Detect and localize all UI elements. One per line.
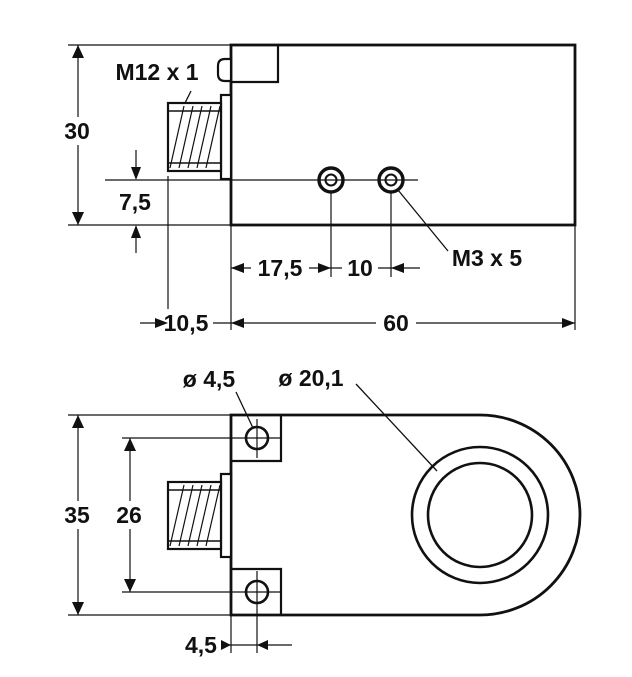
dim-front-height: 35 (64, 502, 90, 528)
dim-body-length: 60 (383, 310, 409, 336)
seal-tab (216, 57, 233, 83)
thread-hatch-lines-front (169, 484, 221, 547)
dim-bg-26 (111, 501, 147, 529)
dim-hole-pitch: 10 (347, 255, 373, 281)
side-view: M12 x 1 30 7,5 17,5 10 M3 x 5 10,5 60 (58, 43, 577, 337)
opening-dia-leader (355, 383, 438, 472)
thread-root-lines (168, 110, 221, 164)
dim-hole-offset: 7,5 (119, 189, 151, 215)
dim-connector-length: 10,5 (164, 310, 209, 336)
dim-body-height: 30 (64, 118, 90, 144)
dim-bg-10 (342, 254, 378, 282)
ring-opening-outer-circle (410, 445, 550, 585)
ring-body-outline (229, 413, 582, 617)
dim-bg-30 (58, 117, 96, 145)
screw-thread-label: M3 x 5 (452, 245, 523, 271)
thread-hatch-lines (169, 105, 221, 169)
mount-hole-dia-leader (235, 391, 254, 429)
dim-mount-hole-edge-offset: 4,5 (185, 632, 217, 658)
connector-nut-front (219, 472, 233, 559)
m12-leader-line (184, 90, 192, 104)
tab-outline-top (231, 415, 283, 463)
dim-mount-hole-pitch: 26 (116, 502, 142, 528)
ring-opening-inner-circle (426, 461, 534, 569)
dim-bg-10-5 (160, 309, 213, 337)
m3-leader-line (397, 189, 449, 252)
dim-bg-60 (376, 309, 416, 337)
cover-step-line (231, 45, 280, 84)
dim-bg-4-5 (178, 631, 224, 659)
sensor-body-outline (229, 43, 577, 227)
connector-nut (219, 93, 233, 181)
dim-bg-17-5 (251, 254, 309, 282)
mount-hole-dia-label: ø 4,5 (183, 366, 236, 392)
connector-thread-label: M12 x 1 (115, 59, 198, 85)
dim-bg-35 (58, 501, 96, 529)
thread-root-lines-front (168, 489, 221, 542)
opening-dia-label: ø 20,1 (278, 365, 343, 391)
front-view: ø 4,5 ø 20,1 35 26 4,5 (58, 365, 582, 659)
dim-hole1-from-edge: 17,5 (258, 255, 303, 281)
tab-outline-bottom (231, 567, 283, 615)
